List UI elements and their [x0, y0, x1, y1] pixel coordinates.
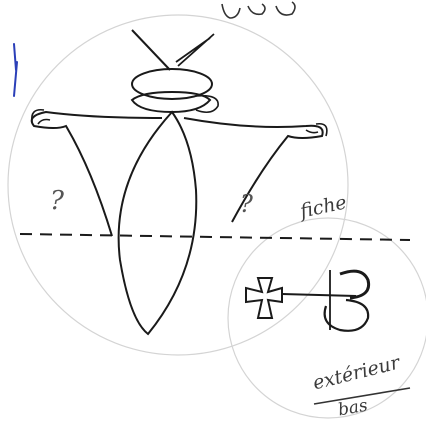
dashed-line [20, 234, 410, 240]
cross-symbol [246, 278, 282, 318]
antenna-right [176, 34, 214, 66]
antenna-left [132, 30, 170, 70]
body-leaf [119, 112, 197, 334]
ring-upper [340, 271, 369, 298]
ring-lower [325, 300, 369, 331]
cross-bar [282, 294, 356, 296]
head-bottom [132, 92, 210, 112]
question-mark-right: ? [240, 190, 253, 218]
blue-pen-mark [14, 44, 17, 96]
arm-left [32, 112, 162, 236]
question-mark-left: ? [50, 186, 64, 216]
top-scribble [222, 2, 295, 18]
